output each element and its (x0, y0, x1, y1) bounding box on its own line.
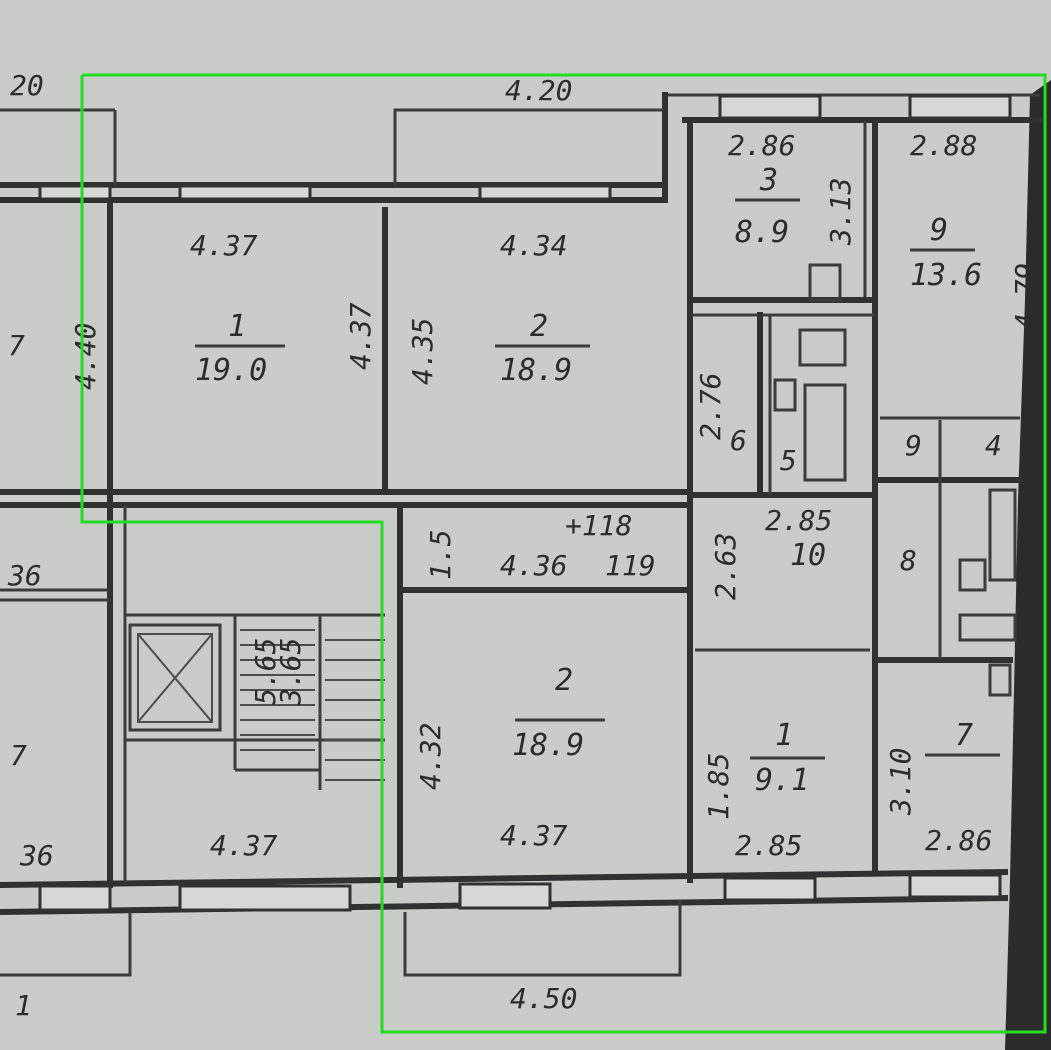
dim-label: 4.36 (500, 549, 567, 582)
selection-outline (80, 73, 1047, 1034)
dim-label: 4.20 (505, 74, 572, 107)
elevator-shaft (128, 623, 222, 732)
room-number: 1 (775, 718, 793, 753)
dim-label: 4.37 (190, 229, 258, 262)
dim-label: 4.50 (510, 982, 577, 1015)
dim-label: 2.85 (735, 829, 802, 862)
dim-label: 2.76 (694, 373, 727, 440)
dim-label: 2.85 (765, 504, 832, 537)
dim-label: 2.86 (925, 824, 992, 857)
dim-label: 36 (7, 559, 42, 592)
dim-label: 3.10 (884, 748, 917, 816)
dim-label: 36 (19, 839, 54, 872)
dim-label: 4.32 (414, 723, 447, 790)
room-area: 18.9 (512, 728, 584, 763)
dim-label: 3.13 (824, 178, 857, 246)
dim-label: 1 (15, 989, 32, 1022)
room-number: 2 (555, 663, 573, 698)
dim-label: 2.88 (910, 129, 977, 162)
room-area: 8.9 (735, 215, 789, 250)
dim-label: +118 (565, 509, 632, 542)
dim-label: 1.85 (702, 753, 735, 820)
dim-label: 6 (730, 424, 747, 457)
room-area: 13.6 (910, 258, 982, 293)
dim-label: 1.5 (424, 529, 457, 580)
dim-label: 3.65 (274, 638, 307, 706)
dim-label: 4.37 (500, 819, 568, 852)
room-area: 19.0 (195, 353, 267, 388)
dim-label: 5 (780, 444, 797, 477)
dim-label: 4.35 (406, 318, 439, 385)
room-number: 3 (759, 163, 778, 198)
dim-label: 4.37 (210, 829, 278, 862)
dim-label: 7 (10, 739, 27, 772)
dim-label: 7 (8, 329, 25, 362)
dimension-labels: 20 4.20 4.37 4.34 2.86 2.88 4.40 4.37 4.… (7, 69, 1042, 1022)
dim-label: 9 (905, 429, 922, 462)
dim-label: 5.65 (249, 638, 282, 705)
room-number: 9 (930, 213, 948, 248)
room-number: 2 (530, 309, 548, 344)
room-area: 9.1 (755, 763, 809, 798)
dim-label: 4.34 (500, 229, 567, 262)
room-number: 1 (228, 309, 246, 344)
dim-label: 4.40 (69, 323, 102, 390)
dim-label: 2.63 (709, 533, 742, 600)
bathroom-fixtures (773, 263, 1017, 697)
dim-label: 4.37 (344, 302, 377, 370)
windows (38, 94, 1012, 912)
staircase (240, 629, 385, 781)
dim-label: 119 (605, 549, 656, 582)
dim-label: 4.79 (1009, 263, 1042, 330)
room-labels: 1 19.0 2 18.9 3 8.9 9 13.6 2 18.9 1 9.1 … (195, 163, 1000, 798)
dim-label: 4 (985, 429, 1002, 462)
scan-edge (1005, 80, 1051, 1050)
dim-label: 8 (900, 544, 917, 577)
dim-label: 20 (10, 69, 44, 102)
room-area: 10 (790, 538, 826, 573)
room-number: 7 (955, 718, 973, 753)
room-area: 18.9 (500, 353, 572, 388)
walls (0, 92, 1043, 977)
dim-label: 2.86 (728, 129, 795, 162)
